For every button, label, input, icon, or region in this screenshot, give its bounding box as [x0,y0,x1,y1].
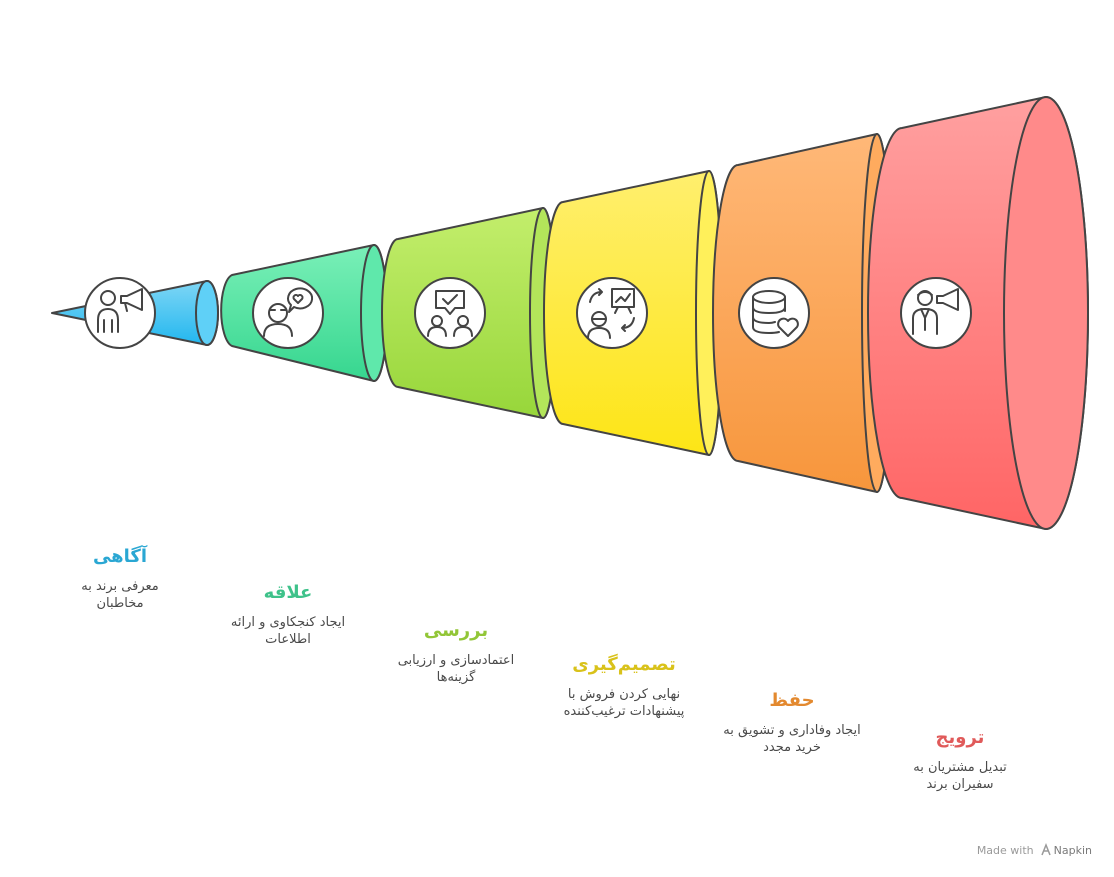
stage-desc: اعتمادسازی و ارزیابی گزینه‌ها [397,653,515,685]
stage-title: تصمیم‌گیری [572,654,676,675]
stage-consideration: بررسی اعتمادسازی و ارزیابی گزینه‌ها [361,620,551,686]
napkin-logo-icon [1041,842,1051,856]
made-with-label: Made with [976,844,1034,857]
stage-awareness: آگاهی معرفی برند به مخاطبان [25,546,215,612]
person-megaphone-icon [97,288,143,333]
stage-decision: تصمیم‌گیری نهایی کردن فروش با پیشنهادات … [529,654,719,720]
stage-interest: علاقه ایجاد کنجکاوی و ارائه اطلاعات [193,582,383,648]
stage-title: ترویج [935,727,985,748]
stage-desc: معرفی برند به مخاطبان [81,579,159,611]
stage-desc: تبدیل مشتریان به سفیران برند [913,760,1007,792]
stage-title: علاقه [263,582,313,603]
icon-circle-awareness [84,277,156,349]
person-chart-arrows-icon [587,288,635,339]
made-with-footer[interactable]: Made with Napkin [977,844,1092,857]
funnel-segment-advocacy [867,96,1089,530]
stage-desc: ایجاد کنجکاوی و ارائه اطلاعات [230,615,346,647]
ambassador-megaphone-icon [912,288,959,335]
stage-desc: نهایی کردن فروش با پیشنهادات ترغیب‌کننده [563,687,685,719]
stage-retention: حفظ ایجاد وفاداری و تشویق به خرید مجدد [697,690,887,756]
brand-label: Napkin [1053,844,1092,857]
person-heart-bubble-icon [263,287,314,337]
stage-advocacy: ترویج تبدیل مشتریان به سفیران برند [865,727,1055,793]
stage-title: حفظ [769,690,815,711]
stage-title: آگاهی [92,546,148,567]
presentation-checkmark-icon [427,290,473,337]
database-heart-icon [752,290,799,337]
stage-desc: ایجاد وفاداری و تشویق به خرید مجدد [723,723,861,755]
stage-title: بررسی [423,620,489,641]
